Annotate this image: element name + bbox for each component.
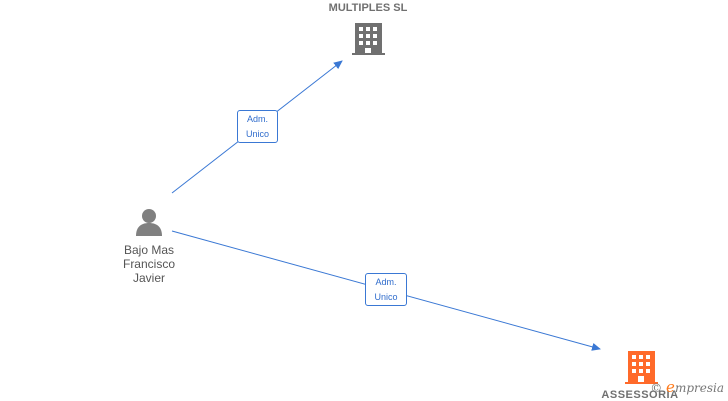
company-name-assessoria[interactable]: ASSESSORIA [601,389,679,401]
company-name-multiples[interactable]: MULTIPLES SL [328,2,408,14]
copyright-symbol: © [650,381,663,395]
person-name-line: Francisco [122,257,175,271]
person-icon[interactable] [136,209,162,236]
edge-label-line: Adm. [375,276,397,287]
brand-name: mpresia [674,381,724,395]
person-name[interactable]: Bajo Mas Francisco Javier [104,243,194,285]
building-icon[interactable] [352,23,385,55]
empresia-watermark: © empresia [650,378,724,396]
person-name-line: Bajo Mas [123,243,175,257]
edge-label-line: Unico [374,291,398,302]
brand-initial: e [666,378,675,396]
person-name-line: Javier [132,271,165,285]
edge-label-line: Unico [245,128,269,139]
building-icon[interactable] [625,351,658,384]
edge-label-adm-unico[interactable]: Adm. Unico [365,273,407,306]
edge-label-adm-unico[interactable]: Adm. Unico [237,110,278,143]
edge-label-line: Adm. [246,113,268,124]
